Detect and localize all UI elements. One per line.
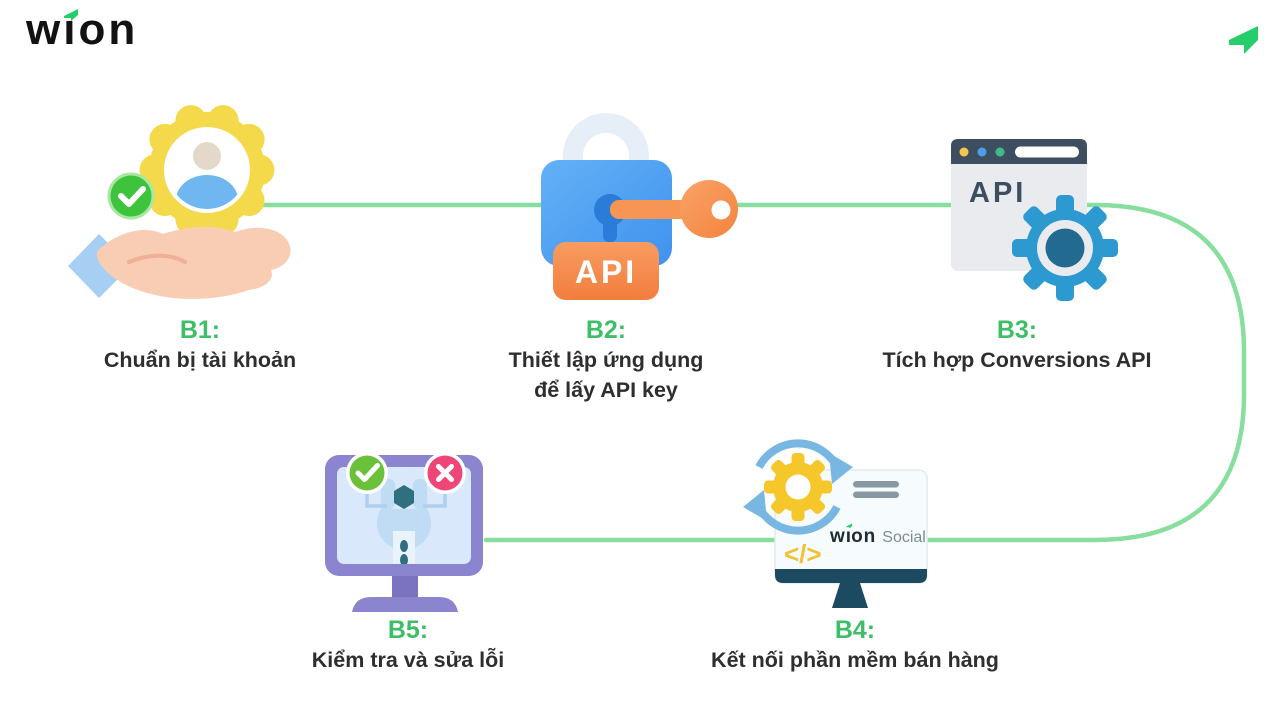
step-b3-label: B3:: [996, 316, 1038, 344]
browser-address-bar: [1015, 146, 1079, 158]
step-b2-label: B2:: [585, 316, 627, 344]
code-icon: </>: [784, 539, 822, 569]
step-b1: B1: Chuẩn bị tài khoản: [0, 315, 440, 375]
logo-i-dot-arrow-icon: [64, 9, 79, 21]
wrench-icon: [377, 477, 431, 564]
browser-dot-green: [995, 147, 1005, 157]
step-b2-title-line2: để lấy API key: [534, 378, 678, 402]
account-badge-icon: [139, 105, 275, 235]
screen-brand-wion-social: w ı on Social: [830, 523, 926, 546]
check-icon: [107, 172, 155, 220]
step-b4-label: B4:: [834, 616, 876, 644]
browser-api-text: API: [969, 177, 1026, 209]
check-icon: [346, 452, 388, 494]
api-tag-text: API: [575, 254, 637, 290]
browser-dot-blue: [977, 147, 987, 157]
logo-text-w: w: [26, 5, 64, 54]
step-b3: B3: Tích hợp Conversions API: [777, 315, 1257, 375]
step-b5-title: Kiểm tra và sửa lỗi: [311, 648, 505, 672]
hand-icon: [68, 226, 291, 299]
brand-arrow-mark-icon: [1229, 26, 1258, 54]
step-b2-title-line1: Thiết lập ứng dụng: [508, 348, 704, 372]
user-avatar-icon: [176, 142, 238, 209]
step-b5-label: B5:: [387, 616, 429, 644]
logo-text-i: ı: [63, 5, 79, 54]
screen-text-line: [853, 491, 899, 498]
step-b1-title: Chuẩn bị tài khoản: [103, 348, 297, 372]
step-b5: B5: Kiểm tra và sửa lỗi: [168, 615, 648, 675]
step-b4: B4: Kết nối phần mềm bán hàng: [615, 615, 1095, 675]
step-b2: B2: Thiết lập ứng dụng để lấy API key: [366, 315, 846, 405]
key-icon: [610, 180, 738, 238]
step-b1-icon-hand-badge: [68, 105, 291, 299]
step-b4-title: Kết nối phần mềm bán hàng: [711, 648, 999, 672]
sync-gear-icon: [743, 439, 853, 535]
brand-logo: w ı on: [26, 8, 138, 52]
logo-text-on: on: [78, 5, 139, 54]
api-tag: API: [553, 242, 659, 300]
step-b3-icon-browser-gear: API: [951, 139, 1118, 301]
screen-brand-suffix: Social: [882, 529, 926, 546]
screen-text-line: [853, 481, 899, 488]
step-b2-icon-padlock-key: API: [541, 113, 738, 300]
padlock-shackle: [563, 113, 649, 188]
mini-logo-dot-icon: [846, 523, 852, 529]
step-b3-title: Tích hợp Conversions API: [882, 348, 1152, 372]
error-x-icon: [424, 452, 466, 494]
step-b1-label: B1:: [179, 316, 221, 344]
browser-dot-yellow: [959, 147, 969, 157]
bolt-hexagon: [394, 485, 414, 509]
step-b5-icon-monitor-wrench: [325, 452, 483, 612]
step-b4-icon-monitor-sync: </>: [743, 439, 928, 608]
gear-icon: [1012, 195, 1118, 301]
